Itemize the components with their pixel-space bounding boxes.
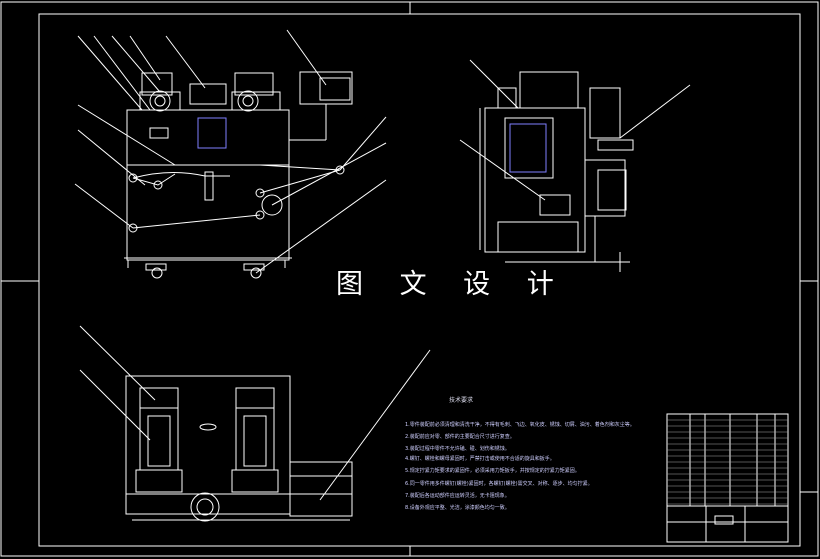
top-view: [79, 325, 431, 522]
note-line: 8.设备外观应平整、光洁，涂漆颜色均匀一致。: [405, 505, 510, 511]
notes-title: 技术要求: [449, 397, 474, 404]
note-line: 1.零件装配前必须清理和清洗干净，不得有毛刺、飞边、氧化皮、锈蚀、切屑、油污、着…: [405, 422, 635, 428]
note-line: 5.规定拧紧力矩要求的紧固件，必须采用力矩扳手，并按规定的拧紧力矩紧固。: [405, 468, 580, 474]
note-line: 4.螺钉、螺栓和螺母紧固时，严禁打击或使用不合适的旋具和扳手。: [405, 456, 555, 462]
note-line: 7.装配后各运动部件应运转灵活，无卡阻现象。: [405, 493, 510, 499]
note-line: 2.装配前应对零、部件的主要配合尺寸进行复查。: [405, 434, 515, 440]
front-view: [74, 29, 387, 279]
title-block-rows: [667, 419, 788, 505]
side-view: [459, 59, 691, 272]
note-line: 6.同一零件用多件螺钉(螺栓)紧固时，各螺钉(螺栓)需交叉、对称、逐步、均匀拧紧…: [405, 481, 593, 487]
note-line: 3.装配过程中零件不允许磕、碰、划伤和锈蚀。: [405, 446, 510, 452]
title-block: [666, 413, 789, 543]
watermark: 图 文 设 计: [336, 269, 568, 300]
